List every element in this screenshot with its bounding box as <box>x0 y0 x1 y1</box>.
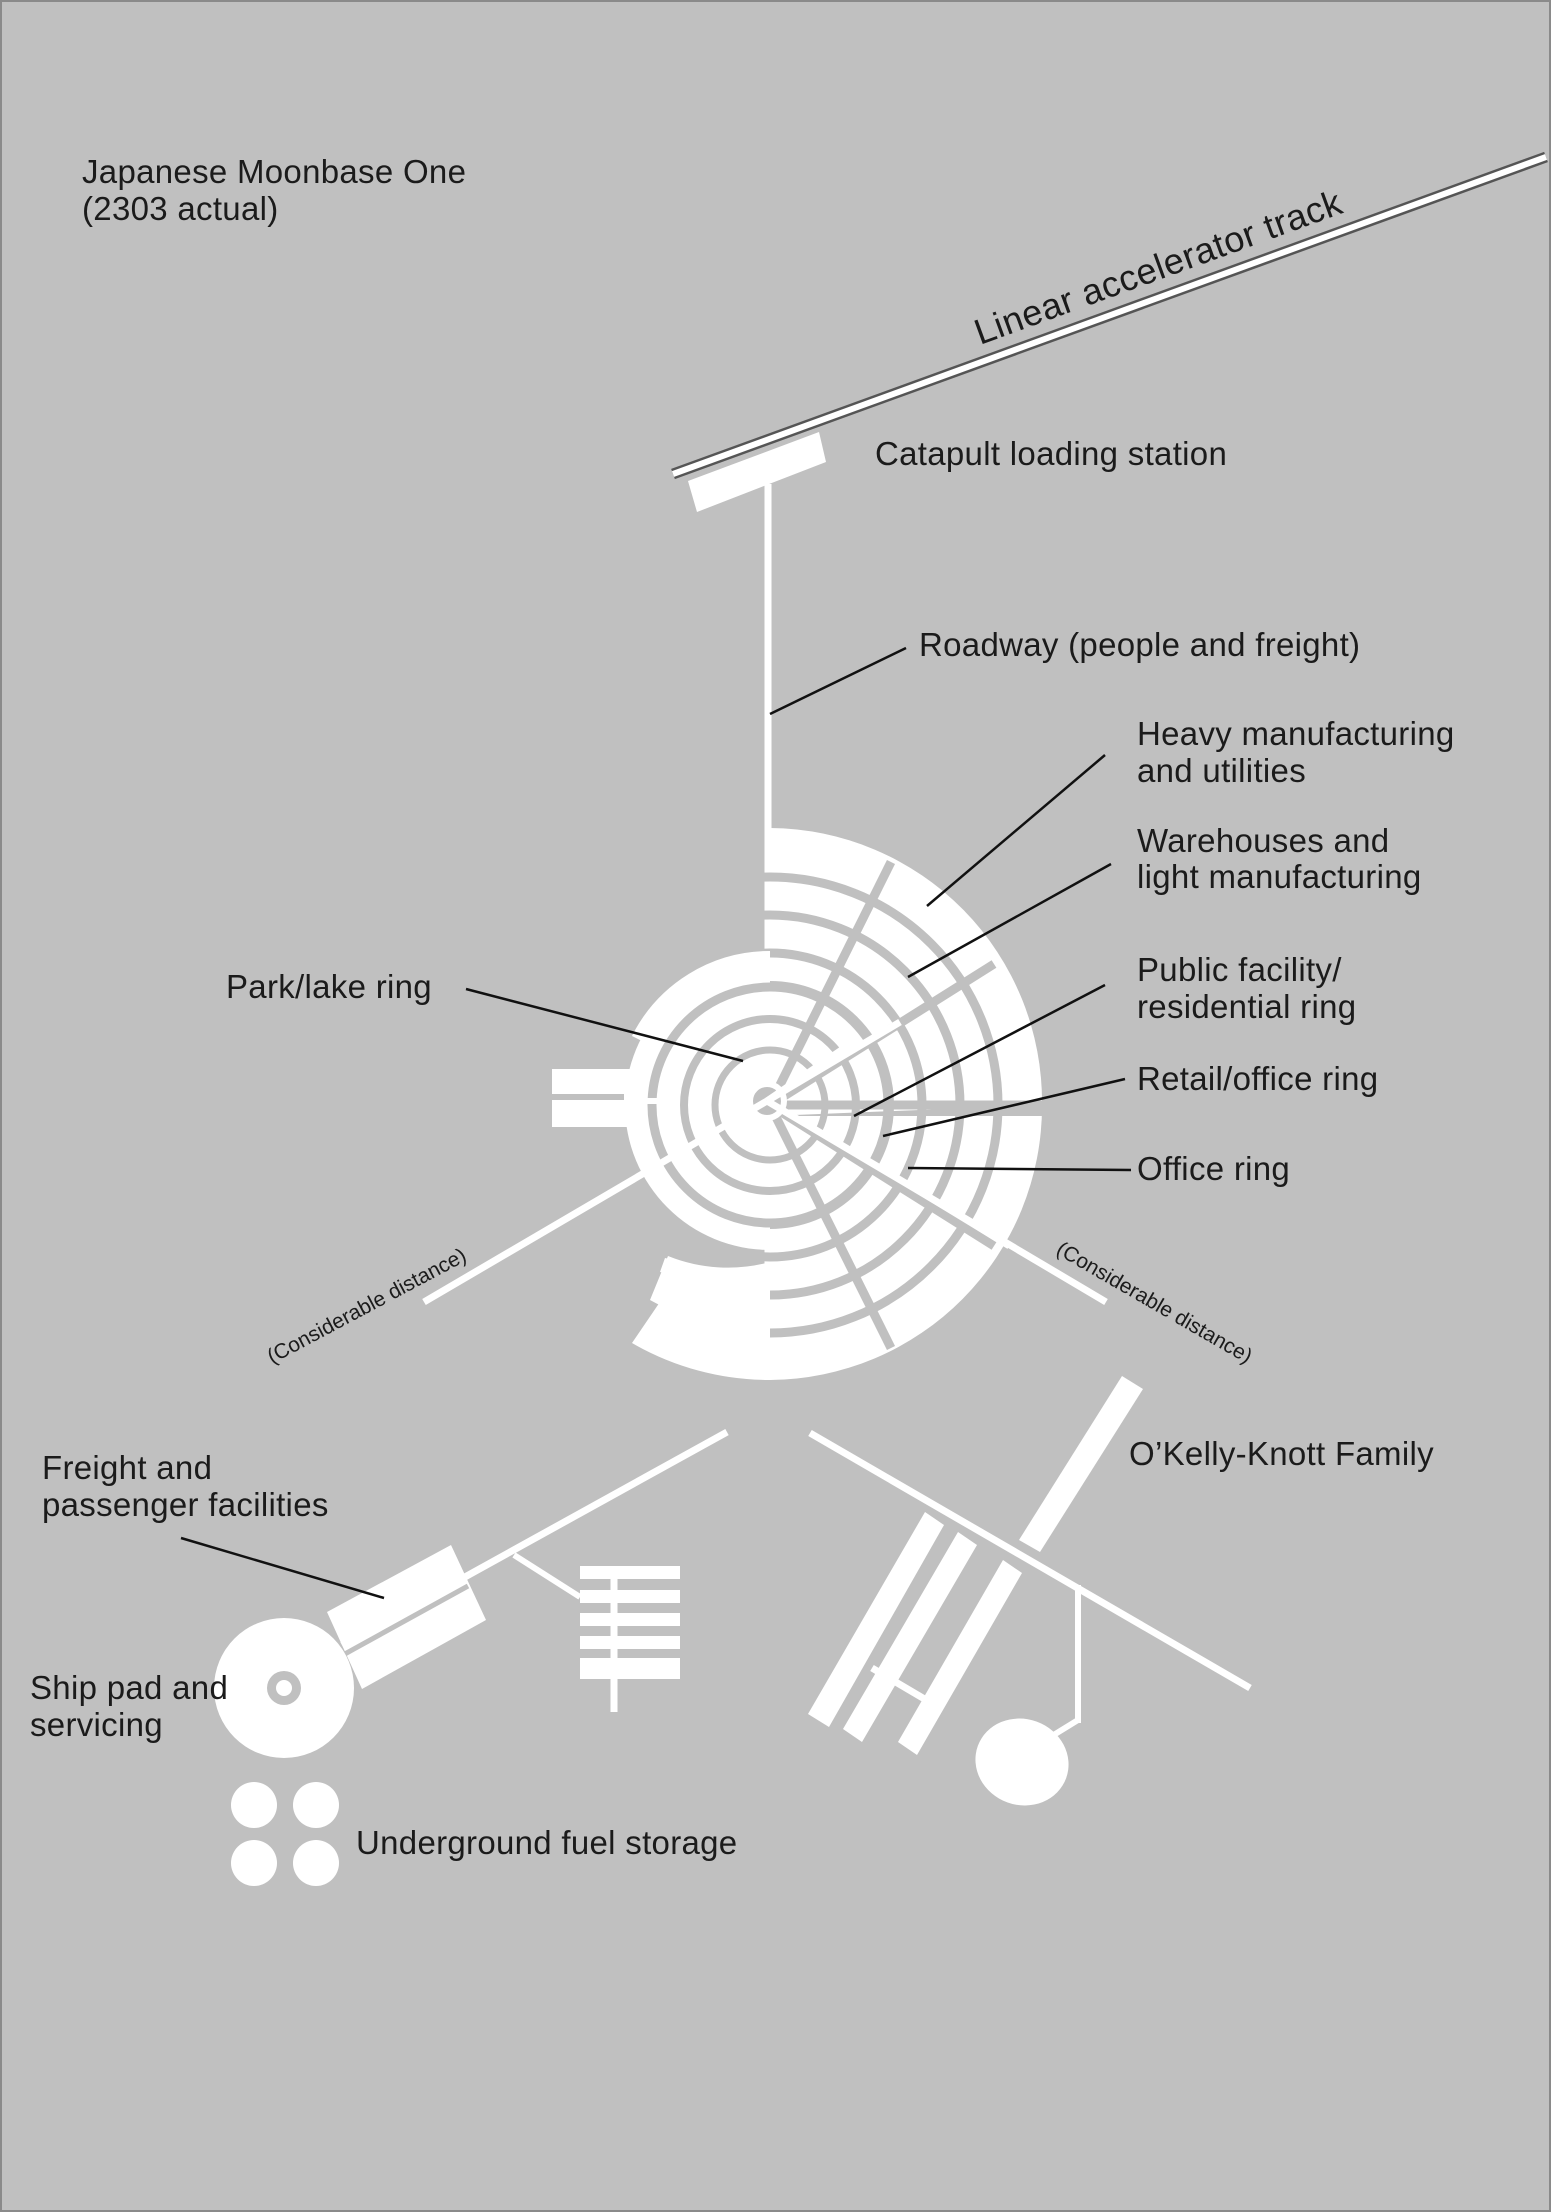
leader-lines <box>180 646 1132 1600</box>
freight-label-1: Freight and <box>42 1449 212 1486</box>
title-line1: Japanese Moonbase One <box>82 153 466 190</box>
linear-accelerator-track <box>671 151 1548 480</box>
linear-track-label: Linear accelerator track <box>969 181 1348 352</box>
catapult-label: Catapult loading station <box>875 435 1227 472</box>
warehouses-label-1: Warehouses and <box>1137 822 1389 859</box>
southeast-road <box>808 1429 1252 1692</box>
freight-passenger-building <box>327 1545 486 1689</box>
freight-label-2: passenger facilities <box>42 1486 329 1523</box>
southeast-complex <box>808 1376 1252 1806</box>
okelly-label: O’Kelly-Knott Family <box>1129 1435 1434 1472</box>
fuel-tank-2 <box>293 1782 339 1828</box>
park-label: Park/lake ring <box>226 968 432 1005</box>
distance-left-label: (Considerable distance) <box>264 1244 471 1368</box>
okelly-dome <box>975 1718 1069 1806</box>
spoke-roads <box>422 1018 1108 1306</box>
lower-left-sector-outer <box>632 1262 770 1381</box>
west-building <box>552 1069 660 1127</box>
office-label: Office ring <box>1137 1150 1290 1187</box>
fuel-tank-4 <box>293 1840 339 1886</box>
heavy-label-1: Heavy manufacturing <box>1137 715 1455 752</box>
shippad-label-1: Ship pad and <box>30 1669 228 1706</box>
fuel-tank-3 <box>231 1840 277 1886</box>
shippad-label-2: servicing <box>30 1706 163 1743</box>
fuel-tank-1 <box>231 1782 277 1828</box>
roadway-label: Roadway (people and freight) <box>919 626 1360 663</box>
southwest-complex <box>214 1428 729 1886</box>
catapult-loading-station <box>688 432 826 512</box>
heavy-label-2: and utilities <box>1137 752 1306 789</box>
retail-label: Retail/office ring <box>1137 1060 1378 1097</box>
fuel-label: Underground fuel storage <box>356 1824 737 1861</box>
okelly-long-building <box>1019 1376 1143 1552</box>
public-label-2: residential ring <box>1137 988 1356 1025</box>
public-label-1: Public facility/ <box>1137 951 1342 988</box>
distance-right-label: (Considerable distance) <box>1053 1237 1257 1368</box>
warehouses-label-2: light manufacturing <box>1137 858 1422 895</box>
left-inner-rings <box>625 960 770 1250</box>
title-line2: (2303 actual) <box>82 190 279 227</box>
